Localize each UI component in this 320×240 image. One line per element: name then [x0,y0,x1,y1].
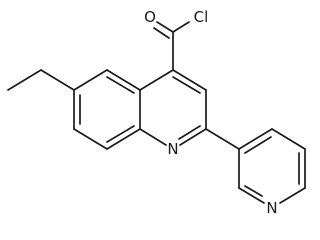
quinoline-nitrogen-label: N [167,140,178,158]
bond [238,187,265,204]
bond [238,128,273,150]
bond [153,27,170,39]
chlorine-atom-label: Cl [194,8,209,26]
bond [244,185,263,197]
bond-lines [7,21,306,204]
bond [40,69,75,91]
bond [179,128,207,146]
bond [271,128,306,150]
bond [139,128,167,146]
bond [139,69,174,91]
bond [205,128,240,150]
bond [73,128,108,150]
bond [279,187,306,204]
bond [178,125,201,140]
oxygen-atom-label: O [144,8,156,26]
bond [73,69,108,91]
bond [156,21,174,33]
bond [106,125,135,143]
bond [7,69,42,91]
bond [172,21,190,33]
bond [106,128,141,150]
bond [172,76,201,94]
bond [172,69,207,91]
bond [244,136,272,154]
pyridine-nitrogen-label: N [266,199,277,217]
atom-labels: O Cl N N [144,8,278,217]
bond [106,76,135,94]
chemical-structure-diagram: O Cl N N [7,8,306,217]
bond [106,69,141,91]
